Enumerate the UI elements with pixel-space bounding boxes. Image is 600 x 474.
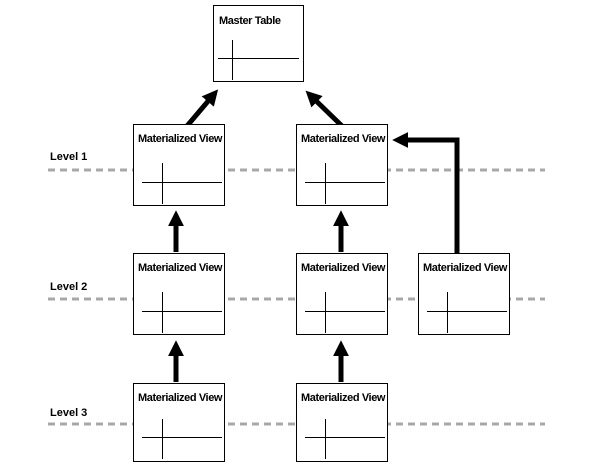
table-icon-horizontal-line (142, 311, 222, 312)
table-icon-vertical-line (232, 40, 233, 80)
table-icon-horizontal-line (305, 182, 385, 183)
table-icon-vertical-line (162, 163, 163, 204)
table-icon (134, 384, 224, 461)
table-icon (297, 125, 387, 205)
level-2-label: Level 2 (50, 281, 88, 293)
table-icon-horizontal-line (142, 182, 222, 183)
table-icon-vertical-line (447, 292, 448, 333)
node-label: Materialized View (301, 133, 386, 145)
node-materialized-view-level3-left: Materialized View (133, 383, 225, 462)
table-icon (134, 254, 224, 334)
table-icon (297, 384, 387, 461)
table-icon-vertical-line (162, 419, 163, 459)
node-master-table: Master Table (213, 5, 304, 82)
table-icon (214, 6, 303, 81)
table-icon-horizontal-line (218, 58, 299, 59)
table-icon-vertical-line (325, 163, 326, 204)
node-label: Materialized View (301, 392, 386, 404)
table-icon (297, 254, 387, 334)
table-icon-horizontal-line (427, 311, 507, 312)
arrow-mv1a-to-master (185, 89, 219, 128)
table-icon-horizontal-line (305, 437, 385, 438)
table-icon-vertical-line (162, 292, 163, 333)
node-label: Master Table (219, 15, 281, 27)
level-1-label: Level 1 (50, 151, 88, 163)
node-materialized-view-level2-right: Materialized View (418, 253, 510, 335)
dependency-arrows (167, 89, 460, 382)
table-icon-horizontal-line (305, 311, 385, 312)
level-3-label: Level 3 (50, 407, 88, 419)
table-icon (134, 125, 224, 205)
node-materialized-view-level2-middle: Materialized View (296, 253, 388, 335)
node-materialized-view-level1-left: Materialized View (133, 124, 225, 206)
node-materialized-view-level1-right: Materialized View (296, 124, 388, 206)
node-materialized-view-level3-right: Materialized View (296, 383, 388, 462)
arrow-mv2c-to-mv1b (392, 131, 460, 253)
table-icon-horizontal-line (142, 437, 222, 438)
table-icon (419, 254, 509, 334)
node-label: Materialized View (301, 262, 386, 274)
node-label: Materialized View (423, 262, 508, 274)
node-label: Materialized View (138, 392, 223, 404)
table-icon-vertical-line (325, 419, 326, 459)
node-label: Materialized View (138, 262, 223, 274)
node-materialized-view-level2-left: Materialized View (133, 253, 225, 335)
table-icon-vertical-line (325, 292, 326, 333)
node-label: Materialized View (138, 133, 223, 145)
arrow-mv1b-to-master (305, 90, 344, 128)
